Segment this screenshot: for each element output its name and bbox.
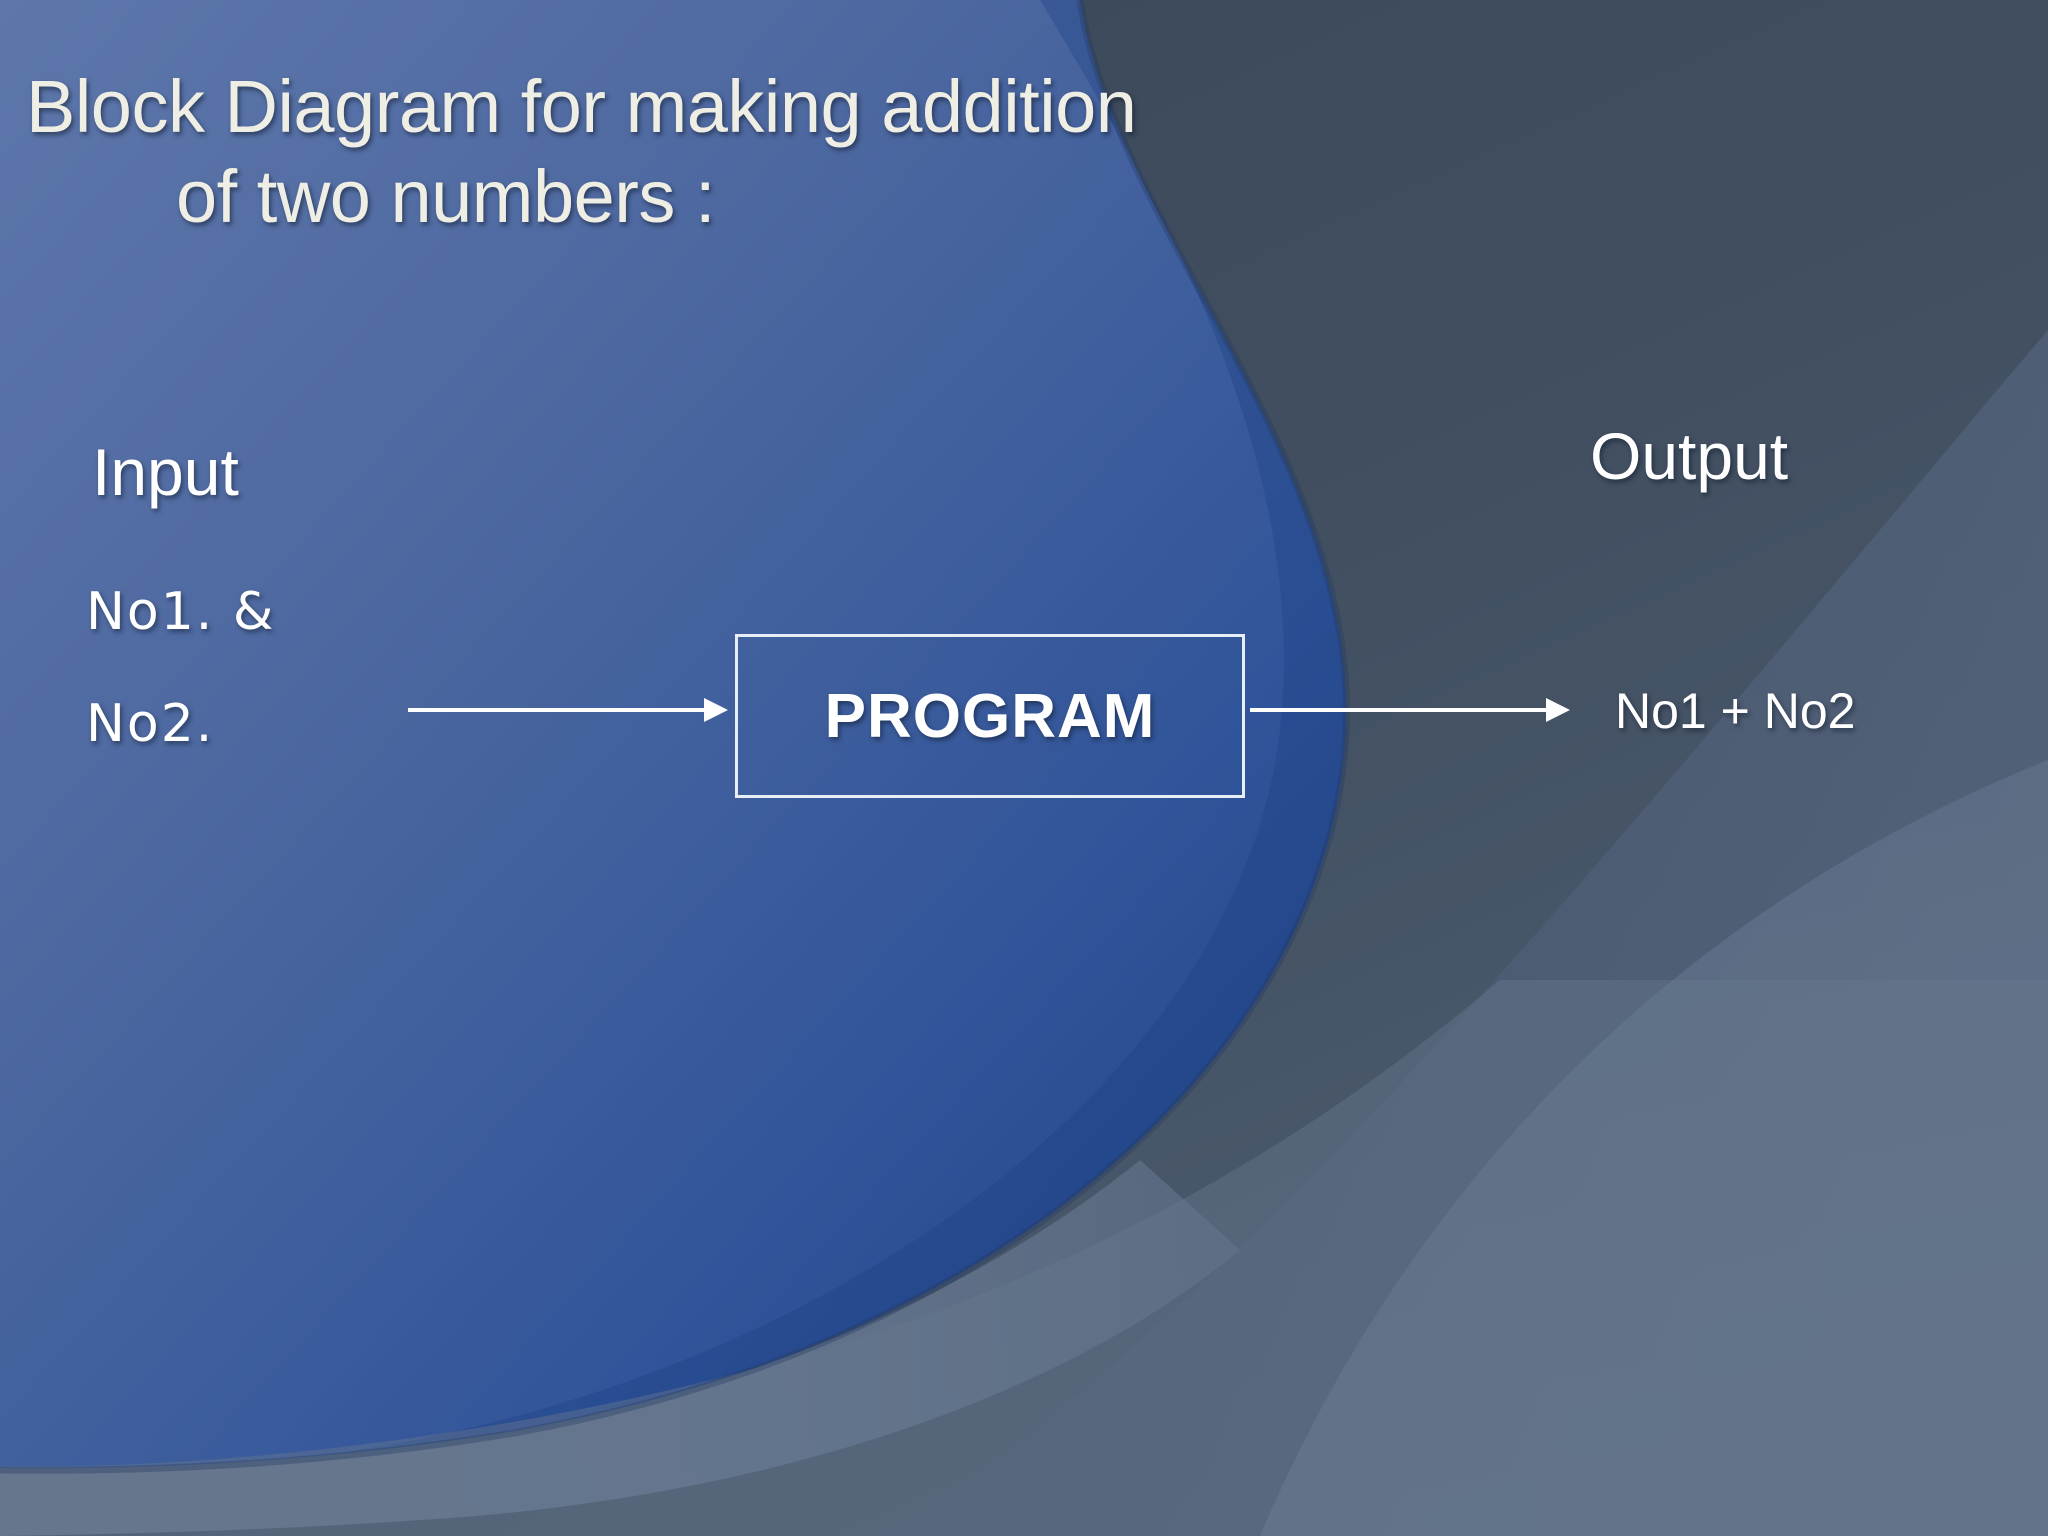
input-section-label: Input [92, 435, 239, 509]
program-process-box: PROGRAM [735, 634, 1245, 798]
bg-bottom-fill [0, 980, 2048, 1536]
slide-title: Block Diagram for making addition of two… [26, 62, 1586, 243]
operand-one-label: No1. & [86, 582, 276, 642]
input-right-arrow-icon [408, 698, 728, 722]
operand-two-label: No2. [86, 694, 215, 754]
title-line-2: of two numbers : [176, 155, 716, 239]
output-right-arrow-icon [1250, 698, 1570, 722]
bg-ellipse-lower-right [1260, 760, 2048, 1536]
title-line-1: Block Diagram for making addition [26, 65, 1137, 148]
bg-bottom-band [0, 1160, 1240, 1536]
bg-wedge-right [880, 330, 2048, 1536]
result-expression-label: No1 + No2 [1615, 683, 1856, 739]
program-box-label: PROGRAM [824, 681, 1156, 751]
output-section-label: Output [1590, 419, 1789, 493]
